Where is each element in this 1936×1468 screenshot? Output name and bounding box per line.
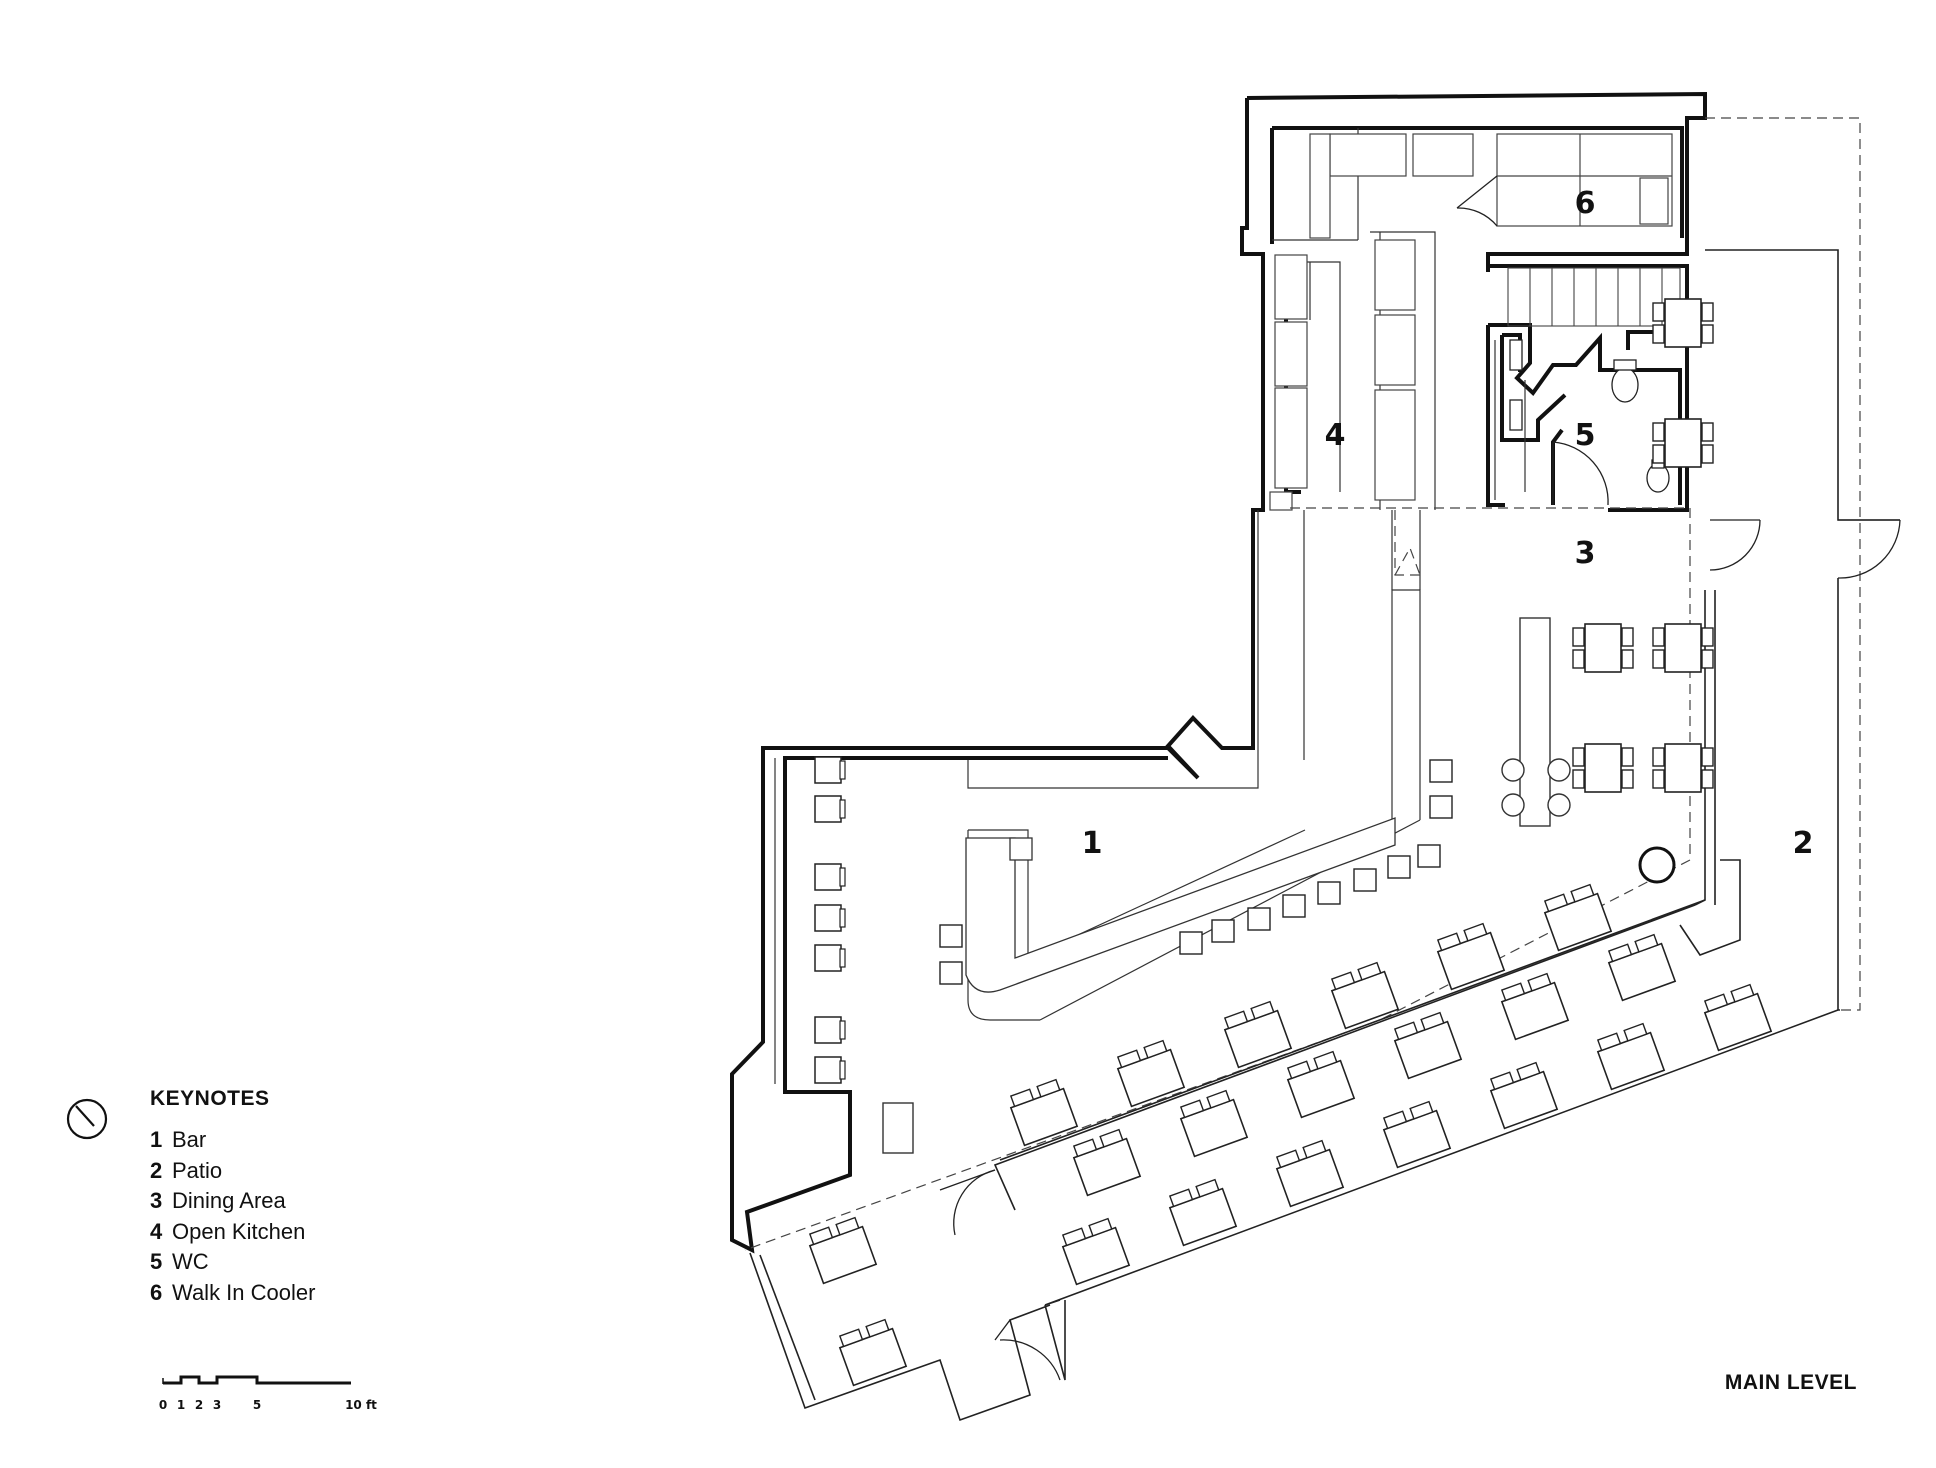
keynote-number: 2 [150,1157,163,1183]
wc-fixtures [1509,339,1670,506]
scale-bar [162,1375,351,1385]
bar-counter [965,817,1396,993]
kitchen-equipment [1269,133,1673,511]
room-number-cooler: 6 [1575,186,1596,221]
keynote-label: Bar [172,1127,207,1152]
scale-ticks: 0 1 2 3 5 10 ft [159,1398,377,1412]
keynote-number: 4 [150,1218,163,1244]
keynote-item: 3 Dining Area [150,1186,315,1217]
keynote-label: Dining Area [172,1188,286,1213]
exterior-wall [730,91,1707,1254]
patio-perimeter [749,249,1900,1422]
patio-tables [805,882,1772,1387]
dashed-boundaries [744,117,1861,1251]
keynote-number: 6 [150,1279,163,1305]
bar-stools [939,759,1453,985]
keynote-item: 6 Walk In Cooler [150,1278,315,1309]
keynote-item: 4 Open Kitchen [150,1217,315,1248]
scale-tick-2: 2 [195,1398,203,1412]
keynote-item: 5 WC [150,1247,315,1278]
room-number-bar: 1 [1082,826,1103,861]
keynote-item: 1 Bar [150,1125,315,1156]
communal-table [882,617,1676,1154]
stairs [1507,267,1681,327]
scale-tick-0: 0 [159,1398,167,1412]
keynotes-title: KEYNOTES [150,1087,270,1110]
scale-tick-3: 3 [213,1398,221,1412]
north-arrow-icon [66,1098,108,1140]
room-number-dining: 3 [1575,536,1596,571]
keynote-label: WC [172,1249,209,1274]
room-number-kitchen: 4 [1325,418,1346,453]
keynote-label: Patio [172,1157,223,1183]
scale-tick-10: 10 ft [345,1398,377,1412]
patio-doors [939,519,1901,1381]
keynote-number: 5 [150,1249,163,1274]
banquette-seats [814,756,846,1084]
keynote-number: 1 [150,1127,163,1152]
cooler-door [1456,175,1498,227]
keynotes-legend: KEYNOTES 1 Bar 2 Patio 3 Dining Area 4 Open … [150,1087,315,1308]
room-number-wc: 5 [1575,418,1596,453]
level-label: MAIN LEVEL [1724,1371,1857,1394]
keynote-label: Open Kitchen [172,1218,306,1244]
scale-tick-5: 5 [253,1398,261,1412]
scale-tick-1: 1 [177,1398,185,1412]
keynote-item: 2 Patio [150,1156,315,1187]
keynote-number: 3 [150,1188,163,1213]
room-number-patio: 2 [1793,826,1814,861]
keynote-label: Walk In Cooler [172,1279,316,1305]
